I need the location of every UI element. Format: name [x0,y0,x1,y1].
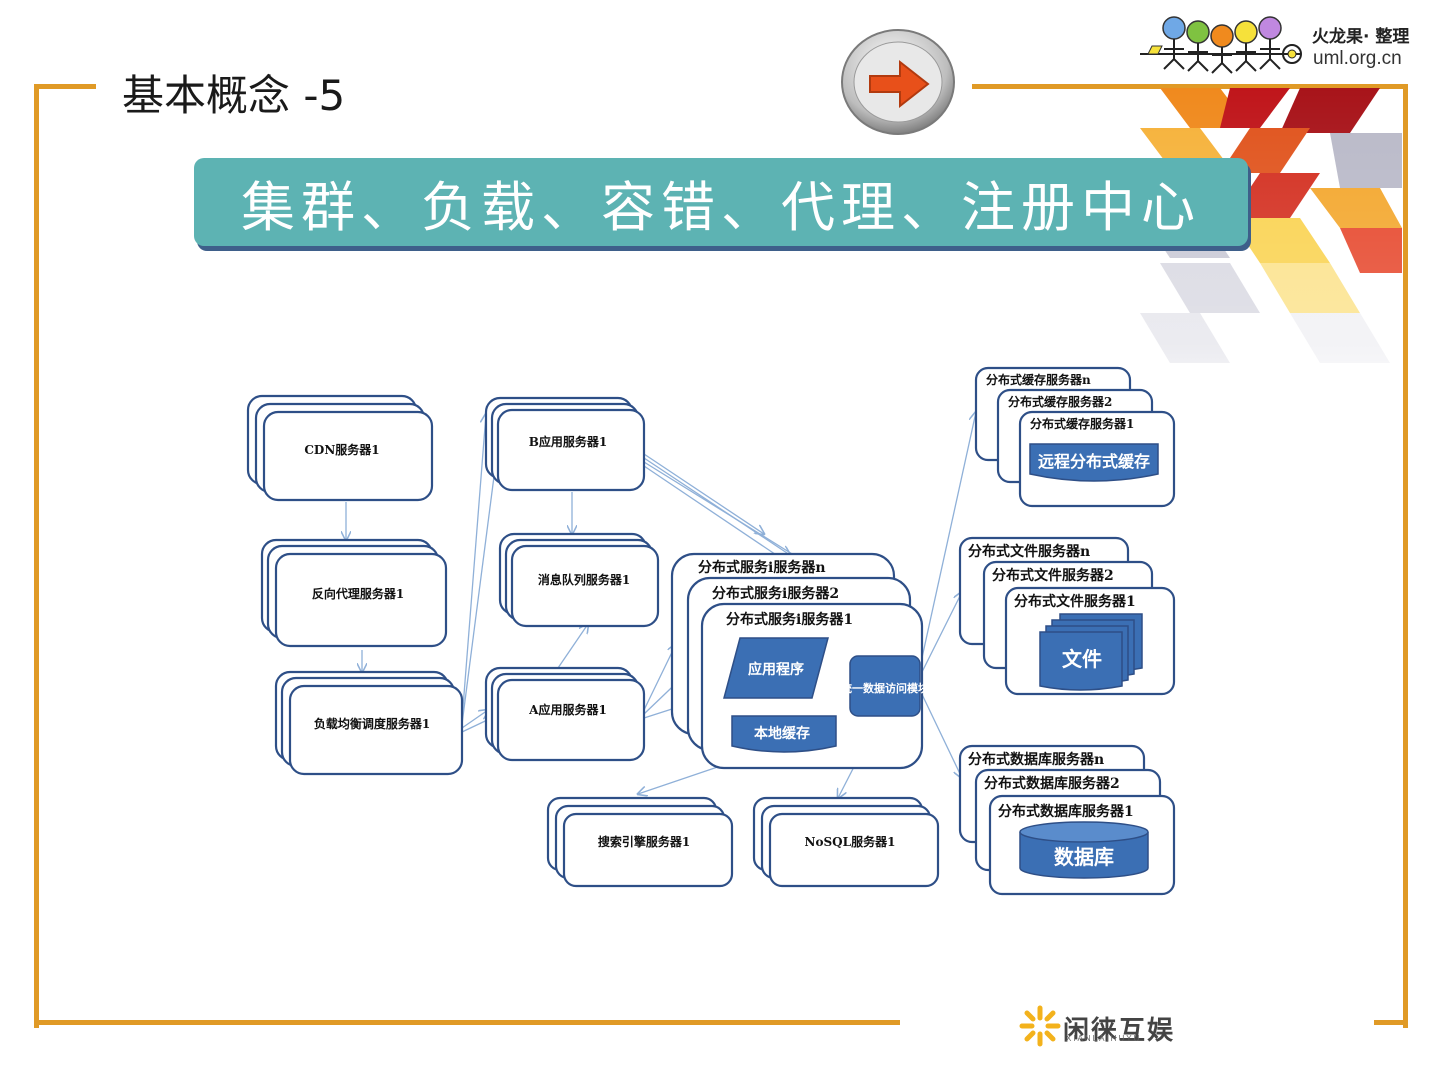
node-app-b: B应用服务器1 [529,434,608,449]
local-cache-label: 本地缓存 [754,725,810,742]
dist-label-n: 分布式服务i服务器n [698,559,826,576]
db-label-2: 分布式数据库服务器2 [984,775,1120,792]
file-label-1: 分布式文件服务器1 [1014,593,1136,610]
db-label-n: 分布式数据库服务器n [968,751,1104,768]
arrow-right-icon[interactable] [840,28,958,136]
node-reverse-proxy: 反向代理服务器1 [312,586,404,601]
dist-label-1: 分布式服务i服务器1 [726,611,853,628]
remote-cache-label: 远程分布式缓存 [1038,452,1150,471]
file-label-2: 分布式文件服务器2 [992,567,1114,584]
database-shape [1019,821,1149,879]
footer-logo-name: 闲徕互娱 [1063,1016,1176,1046]
section-banner: 集群、负载、容错、代理、注册中心 [194,158,1248,246]
frame-top-left [34,84,96,89]
frame-bottom-right [1374,1020,1408,1025]
data-access-shape [849,655,921,717]
cache-label-1: 分布式缓存服务器1 [1030,416,1134,431]
frame-bottom-left [34,1020,900,1025]
node-app-a: A应用服务器1 [528,702,607,717]
dist-label-2: 分布式服务i服务器2 [712,585,839,602]
file-label: 文件 [1062,647,1102,671]
footer-logo-sub: XIANLAIHUYU [1066,1034,1142,1043]
logo-title: 火龙果· 整理 [1312,27,1410,47]
frame-top-right [972,84,1408,89]
local-cache-shape [731,715,837,753]
cache-label-2: 分布式缓存服务器2 [1008,394,1112,409]
node-mq: 消息队列服务器1 [538,572,630,587]
slide-title: 基本概念 -5 [122,71,346,120]
file-label-n: 分布式文件服务器n [968,543,1090,560]
data-access-label: 统一数据访问模块 [841,681,930,695]
node-cdn: CDN服务器1 [304,442,379,457]
file-stack-shape [1039,613,1143,691]
node-nosql: NoSQL服务器1 [805,834,896,849]
remote-cache-shape [1029,443,1159,482]
people-icon [1140,16,1302,74]
logo-url: uml.org.cn [1313,48,1402,69]
node-search: 搜索引擎服务器1 [598,834,690,849]
app-program-shape [723,637,829,699]
node-load-balancer: 负载均衡调度服务器1 [314,716,430,731]
sun-icon [1019,1005,1061,1047]
database-label: 数据库 [1054,845,1114,869]
frame-right [1403,84,1408,1028]
app-program-label: 应用程序 [748,661,804,678]
frame-left [34,84,39,1028]
db-label-1: 分布式数据库服务器1 [998,803,1134,820]
cache-label-n: 分布式缓存服务器n [986,372,1091,387]
